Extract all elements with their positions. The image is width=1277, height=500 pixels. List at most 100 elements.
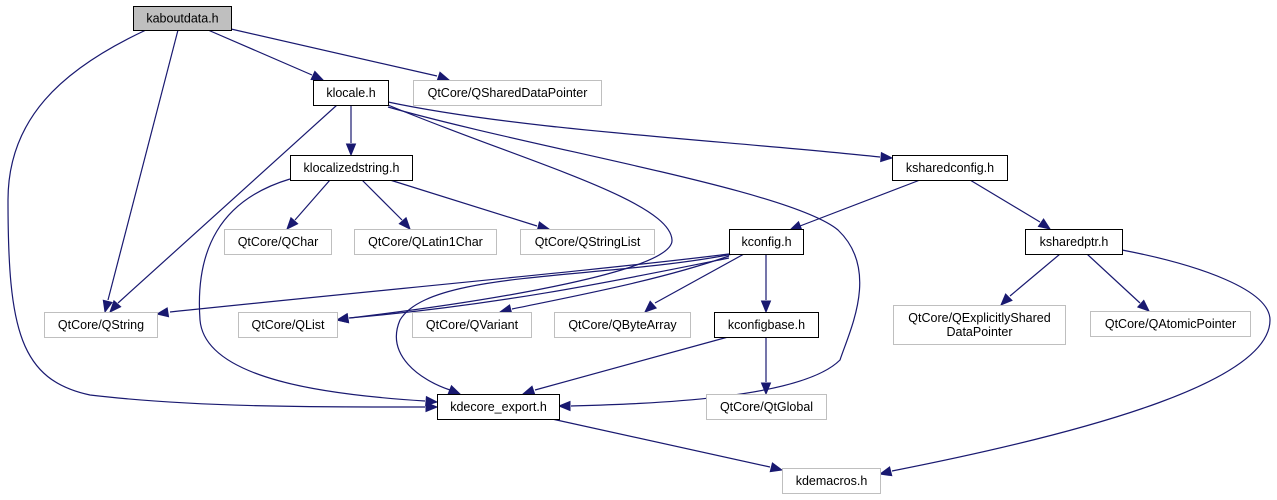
node-qshareddatapointer: QtCore/QSharedDataPointer — [413, 80, 602, 106]
node-box — [554, 312, 691, 338]
node-box — [782, 468, 881, 494]
edge-line — [1086, 253, 1141, 304]
node-qstringlist: QtCore/QStringList — [520, 229, 655, 255]
node-label: QtCore/QByteArray — [568, 318, 677, 332]
edge-klocalizedstring-to-qchar — [286, 179, 331, 230]
node-qlist: QtCore/QList — [238, 312, 338, 338]
edge-ksharedptr-to-qexplicitlyshareddatapointer — [1000, 253, 1061, 306]
arrowhead-icon — [436, 71, 451, 82]
edge-kaboutdata-to-qshareddatapointer — [230, 28, 451, 82]
node-qstring: QtCore/QString — [44, 312, 158, 338]
node-label: QtCore/QAtomicPointer — [1105, 317, 1236, 331]
node-qbytearray: QtCore/QByteArray — [554, 312, 691, 338]
edge-line — [294, 179, 331, 221]
edge-line — [891, 249, 1271, 472]
edge-line — [7, 29, 426, 408]
node-kdecore_export[interactable]: kdecore_export.h — [437, 394, 560, 420]
edge-line — [551, 418, 771, 468]
node-box — [1025, 229, 1123, 255]
arrowhead-icon — [102, 299, 113, 314]
edge-klocale-to-klocalizedstring — [345, 105, 357, 157]
edge-line — [799, 179, 921, 227]
edge-klocalizedstring-to-kdecore_export — [198, 178, 439, 407]
edge-klocale-to-ksharedconfig — [387, 101, 894, 163]
edge-klocalizedstring-to-qstringlist — [389, 179, 551, 232]
node-box — [520, 229, 655, 255]
node-box — [714, 312, 819, 338]
node-qchar: QtCore/QChar — [224, 229, 332, 255]
node-box — [413, 80, 602, 106]
arrowhead-icon — [335, 312, 350, 324]
arrowhead-icon — [769, 462, 784, 473]
edge-kconfig-to-kdecore_export — [395, 253, 734, 395]
edge-ksharedptr-to-kdemacros — [878, 249, 1271, 477]
node-label: QtCore/QExplicitlyShared — [908, 311, 1050, 325]
node-label: QtCore/QString — [58, 318, 144, 332]
arrowhead-icon — [310, 70, 325, 81]
node-label: QtCore/QChar — [238, 235, 319, 249]
node-box — [224, 229, 332, 255]
edge-line — [349, 104, 673, 319]
node-label: QtCore/QStringList — [535, 235, 641, 249]
edge-line — [654, 253, 745, 304]
node-box — [290, 155, 413, 181]
arrowhead-icon — [880, 151, 894, 163]
edge-line — [348, 257, 730, 319]
node-label: klocalizedstring.h — [304, 161, 400, 175]
node-box — [354, 229, 497, 255]
node-label: kconfigbase.h — [728, 318, 805, 332]
arrowhead-icon — [1037, 218, 1052, 230]
node-box — [437, 394, 560, 420]
node-label: QtCore/QtGlobal — [720, 400, 813, 414]
edge-line — [387, 101, 881, 158]
arrowhead-icon — [286, 216, 299, 230]
node-qlatin1char: QtCore/QLatin1Char — [354, 229, 497, 255]
edge-ksharedconfig-to-kconfig — [788, 179, 921, 231]
edge-klocale-to-qstring — [109, 104, 338, 313]
edge-kconfig-to-qlist — [335, 257, 730, 324]
edge-line — [207, 29, 313, 76]
node-box — [893, 305, 1066, 345]
edge-line — [534, 336, 729, 391]
edge-line — [1009, 253, 1061, 297]
node-kaboutdata[interactable]: kaboutdata.h — [133, 6, 232, 31]
node-box — [729, 229, 804, 255]
edge-line — [230, 28, 438, 77]
arrowhead-icon — [788, 220, 803, 231]
arrowhead-icon — [1136, 299, 1150, 312]
edge-ksharedconfig-to-ksharedptr — [969, 179, 1052, 230]
node-label: kdemacros.h — [796, 474, 868, 488]
node-label: QtCore/QVariant — [426, 318, 519, 332]
node-box — [238, 312, 338, 338]
node-qvariant: QtCore/QVariant — [412, 312, 532, 338]
node-ksharedptr[interactable]: ksharedptr.h — [1025, 229, 1123, 255]
edge-line — [107, 29, 179, 301]
node-box — [313, 80, 389, 106]
node-box — [133, 6, 232, 31]
node-box — [412, 312, 532, 338]
edge-line — [389, 179, 538, 227]
node-label: DataPointer — [946, 325, 1012, 339]
node-box — [44, 312, 158, 338]
edge-line — [969, 179, 1041, 223]
edge-kconfigbase-to-kdecore_export — [521, 336, 729, 396]
edge-kconfig-to-qbytearray — [644, 253, 745, 313]
edge-line — [395, 253, 734, 391]
edge-line — [361, 179, 403, 221]
arrowhead-icon — [447, 384, 462, 395]
node-label: kconfig.h — [741, 235, 791, 249]
edge-ksharedptr-to-qatomicpointer — [1086, 253, 1150, 312]
node-kconfig[interactable]: kconfig.h — [729, 229, 804, 255]
edge-line — [387, 106, 861, 407]
node-box — [892, 155, 1008, 181]
node-klocalizedstring[interactable]: klocalizedstring.h — [290, 155, 413, 181]
node-klocale[interactable]: klocale.h — [313, 80, 389, 106]
edge-line — [511, 255, 730, 310]
node-ksharedconfig[interactable]: ksharedconfig.h — [892, 155, 1008, 181]
arrowhead-icon — [521, 385, 536, 396]
node-kconfigbase[interactable]: kconfigbase.h — [714, 312, 819, 338]
arrowhead-icon — [557, 400, 571, 412]
edge-klocalizedstring-to-qlatin1char — [361, 179, 411, 230]
